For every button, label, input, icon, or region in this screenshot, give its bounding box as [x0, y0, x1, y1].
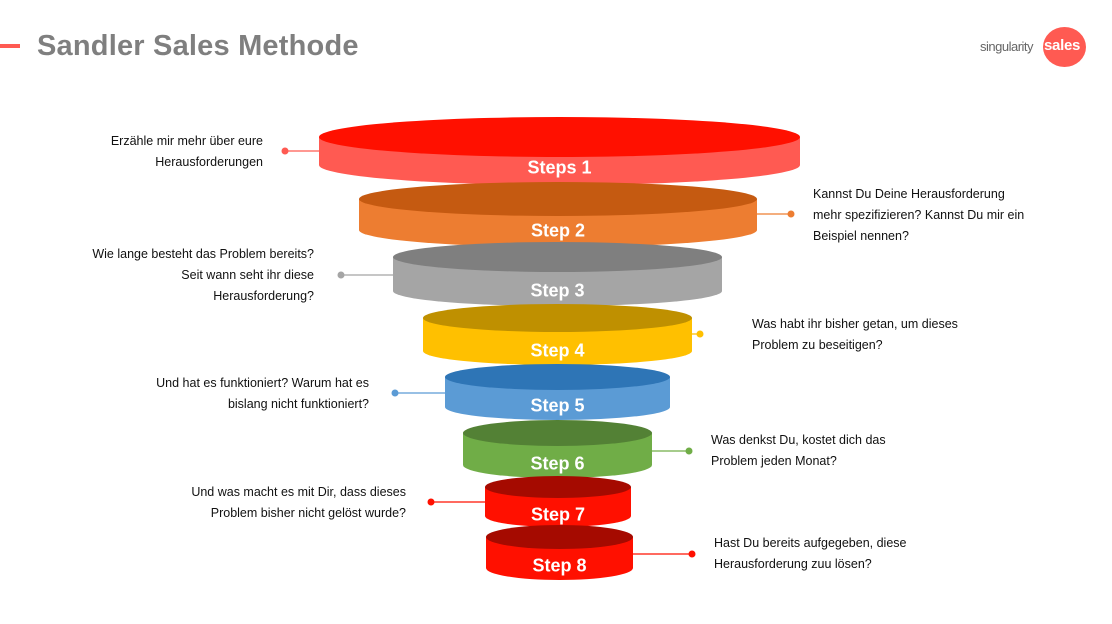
step-note-8: Hast Du bereits aufgegeben, diese Heraus…	[714, 536, 907, 571]
connector-dot	[391, 389, 399, 397]
connector-dot	[688, 550, 696, 558]
title-accent-bar	[0, 44, 20, 48]
step-note-6: Was denkst Du, kostet dich das Problem j…	[711, 433, 886, 468]
logo-text-singularity: singularity	[980, 39, 1034, 54]
funnel-disc-6	[463, 420, 693, 479]
connector-dot	[787, 210, 795, 218]
step-note-5: Und hat es funktioniert? Warum hat es bi…	[156, 376, 369, 411]
step-label-6: Step 6	[530, 453, 585, 474]
funnel-disc-8	[486, 525, 696, 580]
connector-dot	[696, 330, 704, 338]
connector-dot	[281, 147, 289, 155]
logo-circle	[1043, 27, 1086, 67]
funnel-disc-2	[359, 182, 795, 247]
disc-body	[485, 487, 631, 527]
disc-top	[423, 304, 692, 332]
disc-top	[463, 420, 652, 446]
step-label-1: Steps 1	[527, 157, 592, 178]
connector-dot	[685, 447, 693, 455]
funnel-disc-1	[281, 117, 800, 185]
disc-top	[485, 476, 631, 498]
disc-top	[393, 242, 722, 272]
step-note-1: Erzähle mir mehr über eure Herausforderu…	[110, 134, 263, 169]
funnel-disc-5	[391, 364, 671, 420]
step-label-7: Step 7	[530, 504, 586, 525]
disc-top	[359, 182, 757, 216]
disc-top	[319, 117, 800, 157]
page-title: Sandler Sales Methode	[37, 30, 359, 62]
connector-dot	[337, 271, 345, 279]
logo-text-sales: sales	[1044, 37, 1081, 54]
funnel-disc-4	[423, 304, 704, 366]
step-note-2: Kannst Du Deine Herausforderung mehr spe…	[813, 187, 1025, 243]
step-note-7: Und was macht es mit Dir, dass dieses Pr…	[191, 485, 406, 520]
disc-top	[445, 364, 670, 390]
step-label-5: Step 5	[530, 395, 585, 416]
funnel-disc-7	[427, 476, 631, 527]
singularity-sales-logo: singularity sales	[978, 27, 1090, 67]
step-label-3: Step 3	[530, 280, 585, 301]
step-note-4: Was habt ihr bisher getan, um dieses Pro…	[752, 317, 958, 352]
disc-top	[486, 525, 633, 549]
connector-dot	[427, 498, 435, 506]
funnel-disc-3	[337, 242, 722, 306]
disc-body	[486, 537, 633, 580]
step-note-3: Wie lange besteht das Problem bereits? S…	[92, 247, 314, 303]
step-label-4: Step 4	[530, 340, 585, 361]
step-label-8: Step 8	[532, 555, 587, 576]
step-label-2: Step 2	[530, 220, 586, 241]
